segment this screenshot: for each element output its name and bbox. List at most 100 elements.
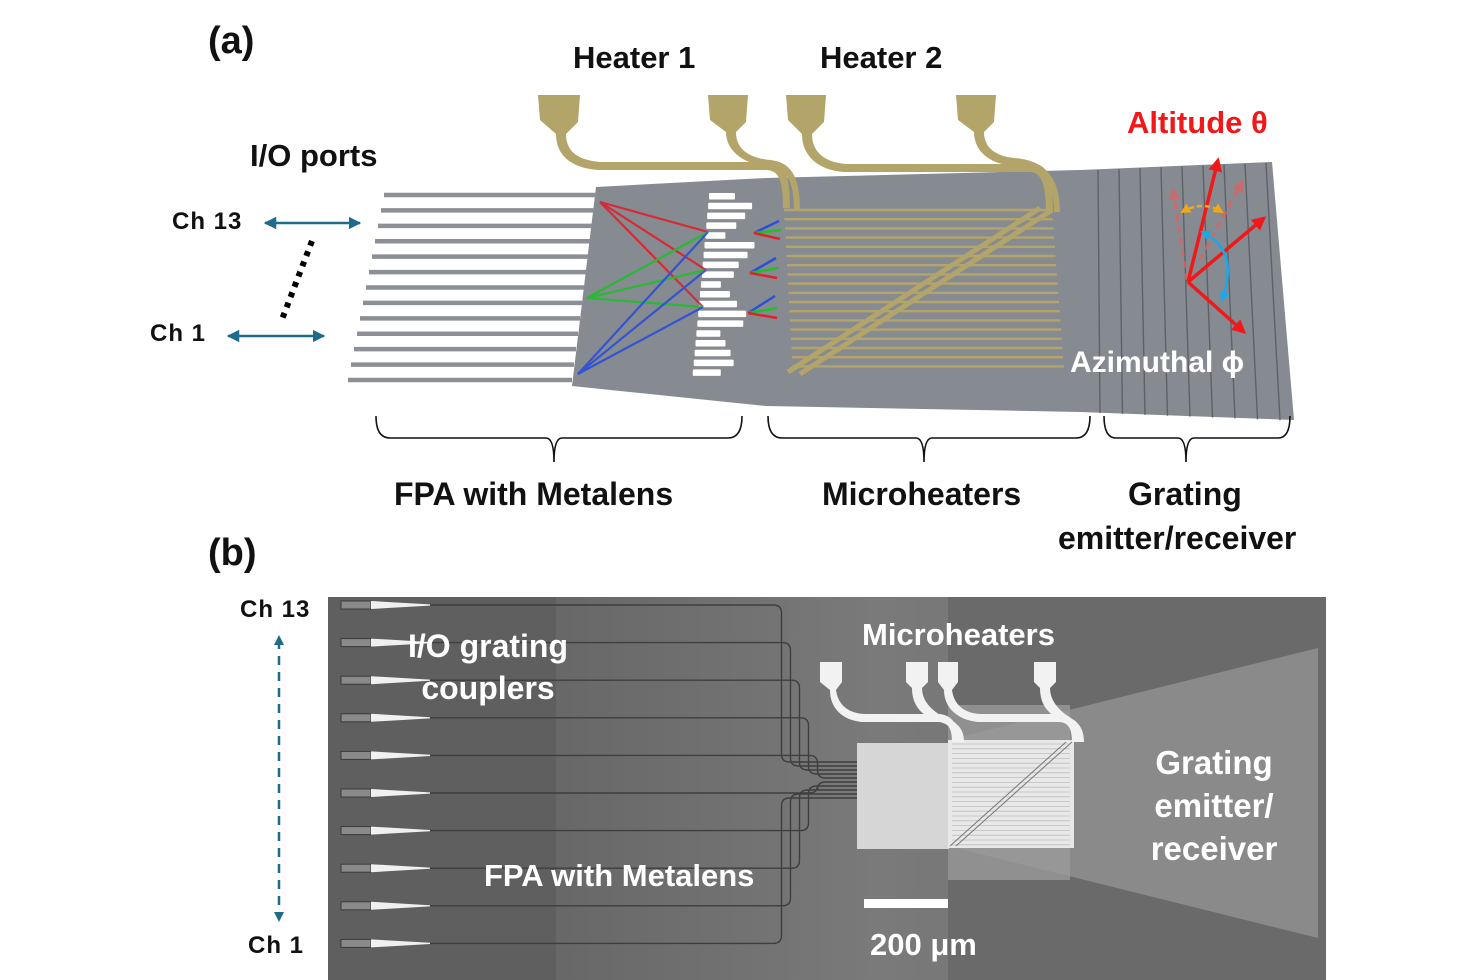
grating-line	[1160, 167, 1169, 416]
section-fpa-label: FPA with Metalens	[394, 476, 674, 512]
grating-coupler-taper	[371, 939, 430, 948]
grating-coupler-pad	[340, 600, 372, 610]
grating-coupler-taper	[371, 901, 430, 910]
microheaters-label-b: Microheaters	[862, 617, 1055, 652]
altitude-sweep-arc	[1180, 203, 1224, 214]
grating-line	[1223, 164, 1236, 419]
metalens-bar	[703, 251, 748, 259]
metalens-bar	[709, 193, 735, 200]
io-ports-label: I/O ports	[250, 138, 378, 173]
brace-microheaters	[767, 415, 1091, 463]
grating-lines	[1097, 162, 1281, 421]
metalens-bar	[700, 281, 721, 288]
microheater-serpentine	[784, 205, 1064, 377]
metalens-bar	[697, 320, 744, 327]
microheater-lines	[952, 743, 1070, 846]
grating-coupler-pad	[340, 938, 372, 948]
scale-bar-label: 200 μm	[870, 927, 977, 962]
beam-steering-arrows	[1168, 157, 1267, 334]
heater-1-label: Heater 1	[573, 40, 696, 75]
chip-fpa-region	[572, 178, 766, 406]
routed-waveguide	[430, 754, 857, 779]
brace-fpa	[375, 415, 743, 463]
heater-1-pad-left	[538, 95, 790, 208]
grating-coupler-taper	[371, 601, 430, 609]
grating-coupler-pad	[340, 901, 372, 911]
heater-2-pads	[786, 95, 1060, 212]
grating-coupler-pad	[340, 713, 372, 723]
fpa-beam-lines	[577, 200, 709, 375]
grating-label-b-line3: receiver	[1150, 829, 1278, 867]
heater-pads-micrograph	[820, 662, 1084, 742]
microheater-diagonal-2	[955, 741, 1073, 847]
grating-label-b-line1: Grating	[1155, 744, 1273, 781]
grating-line	[1118, 169, 1124, 414]
metalens-bar	[695, 340, 726, 347]
heater-2-pad-right	[956, 95, 1060, 212]
metalens-bar	[693, 359, 734, 367]
metalens-bar	[696, 330, 721, 337]
metalens-bar	[699, 300, 738, 308]
grating-label-b: Grating emitter/ receiver	[1140, 742, 1288, 871]
io-couplers-label-line1: I/O grating	[408, 628, 568, 664]
azimuthal-phi-label: Azimuthal ϕ	[1070, 346, 1245, 379]
azimuthal-sweep-arc	[1200, 230, 1230, 302]
grating-coupler-pad	[340, 826, 372, 836]
azimuthal-arrow	[1186, 280, 1247, 334]
section-microheaters-label: Microheaters	[822, 476, 1022, 512]
metalens-bar	[706, 222, 737, 229]
altitude-arrow	[1186, 157, 1223, 283]
fpa-slab	[857, 743, 949, 849]
scale-bar	[864, 899, 948, 908]
metalens-bar	[692, 369, 721, 376]
heater-1-pads	[538, 95, 800, 210]
heater-diagonal-bus	[798, 207, 1054, 377]
grating-coupler-pad	[340, 638, 372, 648]
routed-waveguide	[430, 785, 857, 832]
heater-diagonal-bus	[786, 205, 1042, 375]
io-couplers-label-line2: couplers	[421, 669, 555, 706]
metalens-bar	[707, 212, 746, 220]
metalens-bar	[694, 349, 731, 357]
brace-grating	[1103, 415, 1291, 463]
metalens-bar	[708, 202, 753, 210]
channel-ellipsis-dots	[278, 239, 315, 324]
routed-waveguide	[430, 789, 857, 869]
heater-1-pad-right	[708, 95, 800, 210]
grating-coupler-taper	[371, 713, 430, 722]
section-braces	[375, 415, 1291, 463]
grating-line	[1244, 163, 1259, 420]
faint-altitude-arrow-left	[1168, 187, 1189, 281]
metalens-bar	[704, 242, 755, 249]
routed-waveguide	[430, 717, 857, 775]
heater-2-pad-left	[786, 95, 1053, 212]
grating-emitter-bright	[948, 705, 1070, 880]
metalens-bar	[702, 261, 739, 269]
grating-line	[1265, 162, 1281, 421]
microheater-block	[948, 740, 1074, 848]
grating-coupler-pad	[340, 863, 372, 873]
metalens	[692, 193, 755, 376]
grating-coupler-taper	[371, 864, 430, 873]
metalens-bar	[698, 310, 747, 318]
rgb-output-fans	[747, 219, 782, 320]
grating-coupler-taper	[371, 789, 430, 797]
grating-line	[1139, 168, 1146, 415]
altitude-theta-label: Altitude θ	[1127, 105, 1268, 140]
grating-coupler-pad	[340, 788, 372, 798]
chip-grating-region	[1080, 162, 1294, 420]
routed-waveguide	[430, 781, 857, 794]
ch13-label-b: Ch 13	[240, 596, 311, 623]
panel-a-label: (a)	[208, 20, 255, 62]
heater-2-label: Heater 2	[820, 40, 943, 75]
grating-coupler-pad	[340, 675, 372, 685]
metalens-bar	[700, 291, 730, 298]
io-port-waveguides	[348, 192, 596, 383]
section-grating-label-line2: emitter/receiver	[1058, 520, 1297, 556]
microheater-diagonal-1	[949, 741, 1067, 847]
io-couplers-label: I/O grating couplers	[398, 626, 578, 709]
ch1-label: Ch 1	[150, 320, 207, 347]
ch1-label-b: Ch 1	[248, 932, 305, 959]
grating-coupler-taper	[371, 751, 430, 760]
section-grating-label: Grating	[1128, 476, 1242, 512]
